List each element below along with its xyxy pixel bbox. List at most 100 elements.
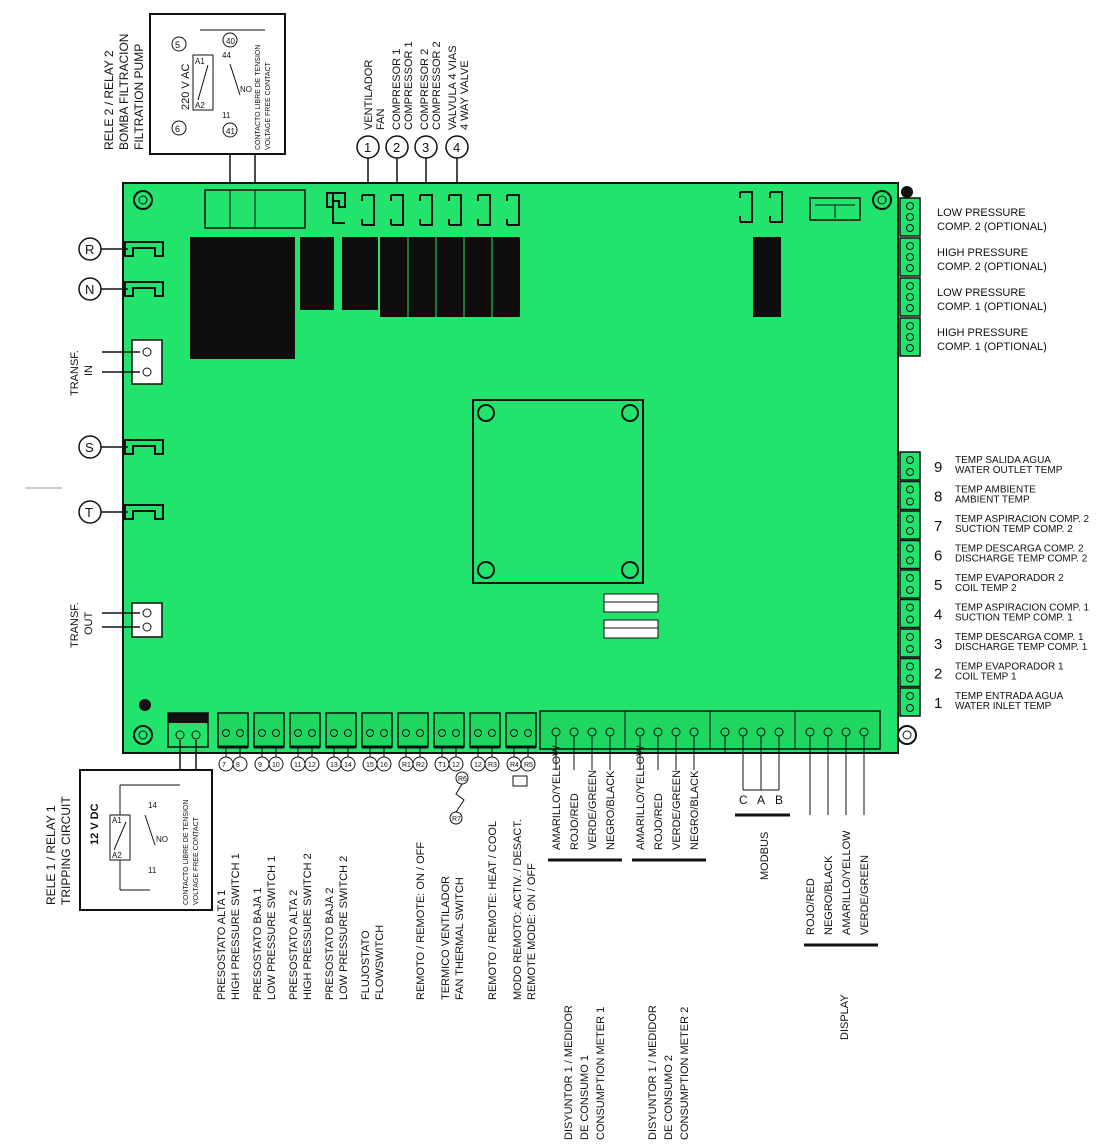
terminal-pin	[222, 729, 230, 737]
display-wire-label: ROJO/RED	[805, 878, 817, 935]
relay2-title-3: FILTRATION PUMP	[132, 44, 146, 150]
relay2-pin-label: 5	[175, 40, 180, 50]
input-label: TERMICO VENTILADOR	[440, 876, 452, 1000]
temp-label-es: TEMP DESCARGA COMP. 1	[955, 632, 1084, 643]
relay-component	[753, 237, 781, 317]
relay2-pin-circle	[171, 36, 187, 52]
relay1-pin-label: A2	[112, 851, 122, 860]
output-4-label-en: 4 WAY VALVE	[459, 60, 471, 130]
mount-hole	[133, 725, 153, 745]
relay1-title-1: RELE 1 / RELAY 1	[44, 805, 58, 905]
temp-terminal	[899, 451, 921, 481]
pin-number: 8	[236, 762, 240, 769]
meter1-caption: CONSUMPTION METER 1	[595, 1007, 607, 1140]
temp-num: 4	[934, 607, 942, 624]
relay2-pin-circle	[171, 120, 187, 136]
output-1-num: 1	[364, 140, 371, 155]
terminal-pin	[906, 615, 914, 624]
terminal-pin	[272, 729, 280, 737]
temp-label-es: TEMP ENTRADA AGUA	[955, 691, 1064, 702]
terminal-pin	[906, 645, 914, 653]
temp-num: 5	[934, 577, 942, 594]
terminal-pin	[906, 633, 914, 641]
top-connector	[477, 194, 491, 226]
mount-hole	[897, 725, 917, 745]
bottom-terminal-row	[217, 712, 537, 749]
relay1-pin-label: 14	[148, 801, 157, 810]
board-dot	[139, 699, 151, 711]
modbus-pin-label: C	[739, 793, 748, 807]
comm-pins	[551, 727, 869, 752]
relay1-box	[79, 769, 213, 911]
relay-component	[342, 237, 378, 310]
terminal-pin	[906, 322, 914, 330]
terminal-pin	[906, 242, 914, 250]
top-connector	[361, 194, 375, 226]
temp-num: 3	[934, 636, 942, 653]
terminal-t-label: T	[85, 505, 93, 520]
terminal-pin	[416, 729, 424, 737]
top-connector	[390, 194, 404, 226]
pressure-label-1: LOW PRESSURE	[937, 207, 1026, 219]
wire-label: NEGRO/BLACK	[689, 770, 701, 850]
pressure-terminal	[899, 277, 921, 317]
pin-number-marker	[232, 756, 248, 772]
transf-in-connector	[131, 339, 163, 385]
relay2-contact-es: CONTACTO LIBRE DE TENSION	[255, 45, 262, 150]
relay2-block: RELE 2 / RELAY 2 BOMBA FILTRACION FILTRA…	[102, 13, 286, 195]
pressure-label-1: LOW PRESSURE	[937, 287, 1026, 299]
terminal-pin	[906, 253, 914, 261]
terminal-pin	[906, 293, 914, 301]
pin-number: R7	[452, 816, 461, 823]
pin-number: 14	[344, 762, 352, 769]
input-label: FLOWSWITCH	[374, 925, 386, 1000]
relay2-switch-arm	[229, 63, 241, 96]
modbus-caption: MODBUS	[759, 832, 771, 880]
input-label: PRESOSTATO ALTA 2	[288, 890, 300, 1000]
relay2-pin-circle	[222, 122, 238, 138]
input-terminal	[253, 712, 285, 748]
terminal-pin	[906, 662, 914, 671]
temp-label-es: TEMP ASPIRACION COMP. 1	[955, 603, 1090, 614]
terminal-n-marker	[78, 277, 102, 301]
pin-number: 16	[380, 762, 388, 769]
display-wire-label: AMARILLO/YELLOW	[841, 830, 853, 935]
display-wire-label: VERDE/GREEN	[859, 855, 871, 935]
pin-number: 7	[222, 762, 226, 769]
left-connector-t	[124, 504, 164, 520]
left-labels: R N S T TRANSF. IN TRANSF. OUT	[25, 237, 140, 648]
input-label: PRESOSTATO BAJA 1	[252, 888, 264, 1000]
pcb-board	[122, 182, 921, 754]
temp-terminal	[899, 687, 921, 717]
terminal-r-label: R	[85, 242, 94, 257]
input-terminal	[433, 712, 465, 748]
pin-number-marker	[340, 756, 356, 772]
meter2-caption: CONSUMPTION METER 2	[679, 1007, 691, 1140]
relay2-pin-label: 6	[175, 124, 180, 134]
input-label: FLUJOSTATO	[360, 930, 372, 1000]
pin-number-marker	[268, 756, 284, 772]
display-caption: DISPLAY	[839, 994, 851, 1040]
terminal-pin	[906, 674, 914, 683]
input-label: PRESOSTATO BAJA 2	[324, 888, 336, 1000]
terminal-pin	[510, 729, 518, 737]
terminal-pin	[344, 729, 352, 737]
mount-hole	[872, 190, 892, 210]
pressure-label-2: COMP. 1 (OPTIONAL)	[937, 341, 1047, 353]
pin-number-marker	[412, 756, 428, 772]
temp-label-es: TEMP DESCARGA COMP. 2	[955, 544, 1084, 555]
wire-label: VERDE/GREEN	[587, 770, 599, 850]
pin-number: 15	[366, 762, 374, 769]
terminal-pin	[906, 468, 914, 476]
input-label: HIGH PRESSURE SWITCH 2	[302, 853, 314, 1000]
terminal-t-marker	[78, 500, 102, 524]
transf-out-connector	[131, 602, 163, 638]
terminal-pin	[402, 729, 410, 737]
temp-terminal	[899, 480, 921, 511]
terminal-pin	[906, 456, 914, 464]
meter1-caption: DE CONSUMO 1	[579, 1055, 591, 1140]
input-label: LOW PRESSURE SWITCH 1	[266, 856, 278, 1000]
output-4-num: 4	[453, 140, 460, 155]
output-2-num: 2	[393, 140, 400, 155]
